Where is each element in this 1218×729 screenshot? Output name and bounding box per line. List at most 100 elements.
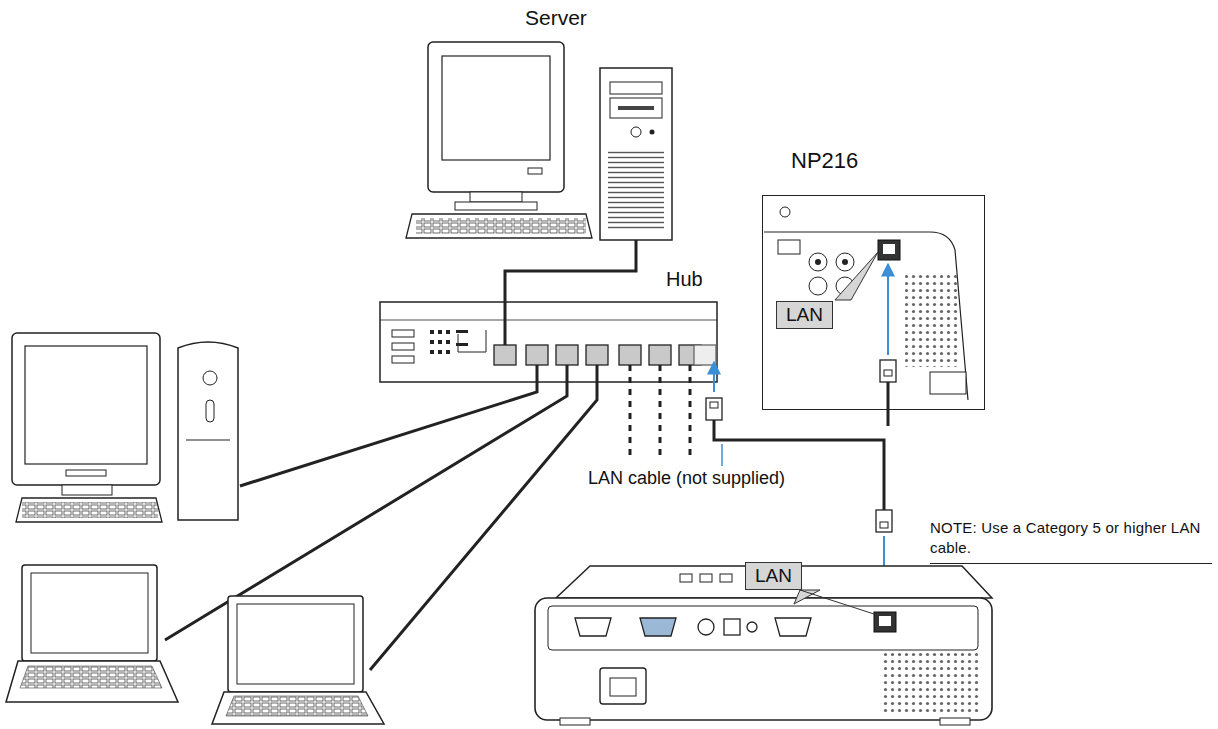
hub-device [430,350,434,354]
projector [880,652,980,712]
laptop-computer [6,661,178,702]
hub-node: Hub [380,302,717,382]
network-wires [689,365,692,455]
hub-device [392,330,414,337]
np216-inset [905,272,960,367]
desktop-computer [12,333,160,485]
desktop-computer [25,346,147,464]
hub-device [380,320,717,321]
np216-inset [815,259,821,265]
server-computer [650,130,655,135]
server-computer [631,127,641,137]
desktop-computer [66,470,106,476]
server-computer [610,98,662,118]
np216-inset [883,244,895,254]
hub-device [430,330,434,334]
network-wires [504,302,507,345]
server-computer [470,192,522,202]
desktop-computer [203,371,217,385]
inset-frame: NP216LAN [762,195,985,410]
node-heading: NP216 [791,148,858,174]
projector [680,574,732,582]
desktop-computer [22,502,158,518]
projector [535,598,992,720]
hub-device [438,350,442,354]
hub-device [438,340,442,344]
hub-device [494,345,516,365]
projector [680,574,692,582]
desktop-computer [206,400,214,422]
lan-cable [721,444,723,466]
laptop-computer [20,666,162,688]
network-cable [505,240,636,302]
hub-device [430,340,434,344]
np216-inset [842,259,848,265]
laptop-computer [226,696,368,716]
hub-device [458,330,486,352]
hub-device [556,345,578,365]
projector [874,612,896,632]
desktop-computer [12,333,238,522]
np216-inset [809,277,827,295]
node-heading: Server [525,6,587,30]
projector [698,619,714,635]
laptop-computer [228,596,363,692]
server-computer [455,202,537,210]
projector [610,678,636,696]
hub-device [586,345,608,365]
desktop-computer [186,440,230,441]
server-computer [406,214,592,238]
projector [879,616,891,626]
laptop-computer [237,604,354,684]
np216-inset [887,264,889,355]
hub-device [446,330,450,334]
server-computer [608,150,664,230]
desktop-computer [178,342,238,520]
server-computer [610,82,662,94]
hub-device [446,350,450,354]
np216-inset [836,253,854,271]
server-computer [406,42,672,240]
callout-text: LAN [786,304,823,325]
hub-device [619,345,641,365]
hub-device [380,302,717,382]
hub-device [446,340,450,344]
np216-inset [884,370,892,376]
hub-device [456,330,468,333]
projector [548,606,978,650]
laptop-computer [212,692,384,724]
server-computer [428,42,564,192]
projector [747,622,757,632]
desktop-computer [62,485,112,495]
cable-label: LAN cable (not supplied) [588,468,793,489]
hub-device [380,302,717,382]
note-text: NOTE: Use a Category 5 or higher LAN cab… [930,518,1212,564]
node-heading: Hub [666,268,703,291]
laptop-computer [6,565,178,702]
lan-cable [880,522,888,528]
projector [775,618,811,636]
server-computer [528,168,542,174]
lan-cable [706,398,722,420]
hub-device [526,345,548,365]
projector [556,566,992,598]
projector [800,590,874,614]
server-computer [442,56,550,160]
np216-inset [835,252,878,300]
laptop-computer [212,596,384,724]
projector [700,574,712,582]
projector [600,668,646,704]
network-wires [659,365,662,455]
lan-cable [714,420,884,510]
np216-inset [878,240,900,260]
np216-inset [764,232,968,400]
projector [640,618,676,636]
hub-device [649,345,671,365]
hub-device [694,345,716,365]
projector [940,718,970,725]
np216-inset [809,253,827,271]
callout-text: LAN [755,565,792,586]
